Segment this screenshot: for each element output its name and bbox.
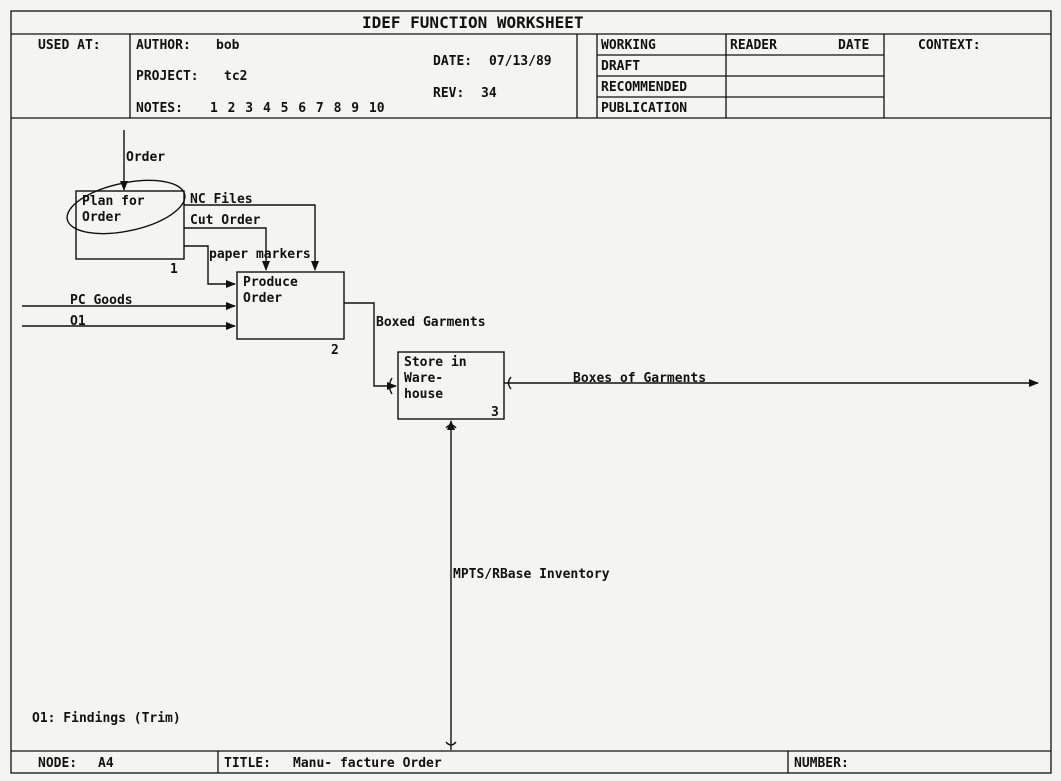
used-at-label: USED AT: xyxy=(38,38,101,53)
footnote: O1: Findings (Trim) xyxy=(32,711,181,726)
reader-label: READER xyxy=(730,38,777,53)
label-nc-files: NC Files xyxy=(190,192,253,207)
arrow-cut-order xyxy=(184,227,270,271)
reader-date-label: DATE xyxy=(838,38,870,53)
label-o1: O1 xyxy=(70,314,86,329)
label-mpts-inventory: MPTS/RBase Inventory xyxy=(453,567,610,582)
status-recommended: RECOMMENDED xyxy=(601,80,688,95)
label-order: Order xyxy=(126,150,166,165)
context-label: CONTEXT: xyxy=(918,38,981,53)
footer-title-value: Manu- facture Order xyxy=(293,756,442,771)
box-2-number: 2 xyxy=(331,343,339,358)
activity-box-2 xyxy=(236,271,345,340)
label-cut-order: Cut Order xyxy=(190,213,261,228)
date-value: 07/13/89 xyxy=(489,54,552,69)
footer-title-label: TITLE: xyxy=(224,756,271,771)
box-3-label-line3: house xyxy=(404,387,444,402)
label-pc-goods: PC Goods xyxy=(70,293,133,308)
box-2-label-line2: Order xyxy=(243,291,283,306)
label-paper-markers: paper markers xyxy=(209,247,311,262)
author-value: bob xyxy=(216,38,240,53)
box-2-label-line1: Produce xyxy=(243,275,298,290)
label-boxes-of-garments: Boxes of Garments xyxy=(573,371,707,386)
author-label: AUTHOR: xyxy=(136,38,191,53)
activity-box-3 xyxy=(397,351,505,420)
box-3-number: 3 xyxy=(491,405,499,420)
box-1-label-line2: Order xyxy=(82,210,122,225)
arrow-boxed-garments xyxy=(344,302,397,390)
project-value: tc2 xyxy=(224,69,248,84)
date-label: DATE: xyxy=(433,54,473,69)
box-3-label-line1: Store in xyxy=(404,355,467,370)
rev-label: REV: xyxy=(433,86,465,101)
node-value: A4 xyxy=(98,756,114,771)
box-1-label-line1: Plan for xyxy=(82,194,145,209)
project-label: PROJECT: xyxy=(136,69,199,84)
box-3-label-line2: Ware- xyxy=(404,371,444,386)
status-draft: DRAFT xyxy=(601,59,641,74)
notes-value: 1 2 3 4 5 6 7 8 9 10 xyxy=(210,101,385,116)
handdrawn-circle xyxy=(66,179,186,235)
status-working: WORKING xyxy=(601,38,656,53)
box-1-number: 1 xyxy=(170,262,178,277)
arrow-nc-files xyxy=(184,204,319,271)
rev-value: 34 xyxy=(481,86,497,101)
activity-box-1 xyxy=(75,190,185,260)
status-publication: PUBLICATION xyxy=(601,101,688,116)
node-label: NODE: xyxy=(38,756,78,771)
worksheet-title: IDEF FUNCTION WORKSHEET xyxy=(362,13,584,32)
outer-frame xyxy=(10,10,1052,774)
number-label: NUMBER: xyxy=(794,756,849,771)
label-boxed-garments: Boxed Garments xyxy=(376,315,486,330)
arrow-paper-markers xyxy=(184,245,236,288)
notes-label: NOTES: xyxy=(136,101,183,116)
